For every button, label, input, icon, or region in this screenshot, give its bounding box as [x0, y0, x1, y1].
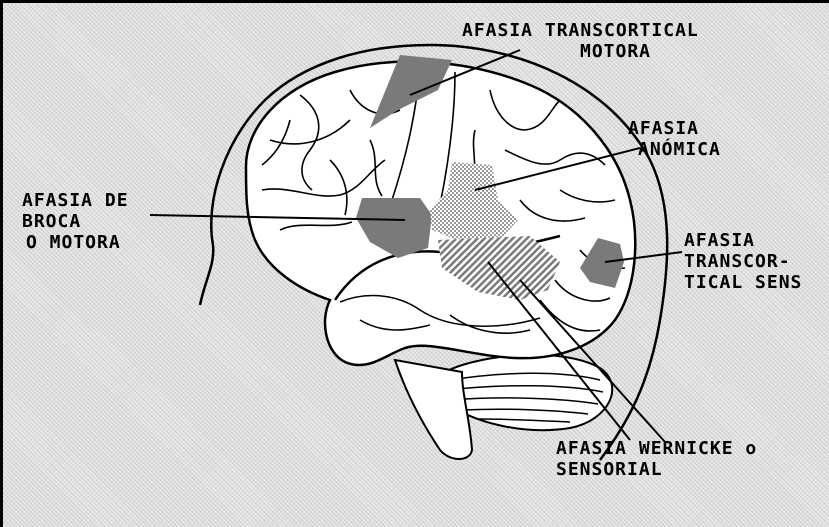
label-anomica-line2: ANÓMICA — [628, 139, 721, 160]
label-broca-line3: O MOTORA — [22, 232, 129, 253]
brainstem — [395, 360, 472, 459]
label-wernicke-line1: AFASIA WERNICKE o — [556, 438, 757, 459]
label-transcortical-motora-line1: AFASIA TRANSCORTICAL — [462, 20, 699, 41]
label-transcortical-motora: AFASIA TRANSCORTICAL MOTORA — [462, 20, 699, 62]
label-broca-line2: BROCA — [22, 211, 129, 232]
label-transcortical-sensorial-line2: TRANSCOR- — [684, 251, 802, 272]
label-transcortical-sensorial-line3: TICAL SENS — [684, 272, 802, 293]
label-anomica-line1: AFASIA — [628, 118, 721, 139]
label-broca: AFASIA DE BROCA O MOTORA — [22, 190, 129, 253]
label-wernicke: AFASIA WERNICKE o SENSORIAL — [556, 438, 757, 480]
label-anomica: AFASIA ANÓMICA — [628, 118, 721, 160]
label-wernicke-line2: SENSORIAL — [556, 459, 757, 480]
label-transcortical-motora-line2: MOTORA — [462, 41, 699, 62]
label-broca-line1: AFASIA DE — [22, 190, 129, 211]
label-transcortical-sensorial: AFASIA TRANSCOR- TICAL SENS — [684, 230, 802, 293]
label-transcortical-sensorial-line1: AFASIA — [684, 230, 802, 251]
